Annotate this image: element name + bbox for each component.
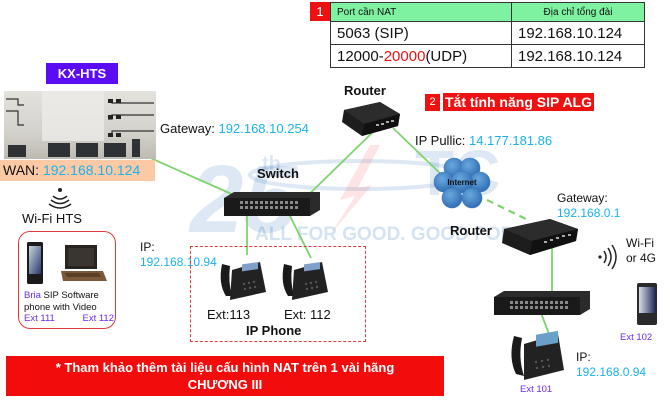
table-row: 5063 (SIP) 192.168.10.124 bbox=[330, 21, 645, 45]
ext-112-soft-label: Ext 112 bbox=[82, 313, 114, 324]
remote-ip-label: IP: bbox=[576, 350, 591, 364]
side-port bbox=[8, 145, 26, 157]
gateway-remote: Gateway:192.168.0.1 bbox=[557, 191, 620, 221]
softphone-line2: phone with Video bbox=[24, 301, 97, 313]
switch-remote-icon bbox=[494, 291, 590, 315]
header-address: Địa chỉ tổng đài bbox=[511, 2, 645, 22]
nat-table-header: Port cần NAT Địa chỉ tổng đài bbox=[330, 2, 645, 22]
public-ip-label: IP Pullic: bbox=[415, 133, 466, 148]
sip-alg-instruction: Tắt tính năng SIP ALG bbox=[443, 93, 594, 111]
port-suffix: (UDP) bbox=[425, 47, 468, 65]
port-highlight: 20000 bbox=[383, 47, 426, 65]
ip-phone-1-icon bbox=[220, 262, 266, 300]
gateway-ip: 192.168.10.254 bbox=[218, 121, 309, 136]
port-cell: 12000-20000(UDP) bbox=[330, 44, 512, 68]
mobile-phone-icon bbox=[637, 283, 657, 325]
internet-cloud-icon: Internet bbox=[433, 157, 491, 209]
wan-address: WAN: 192.168.10.124 bbox=[0, 160, 155, 181]
lan-port-2 bbox=[76, 143, 98, 157]
footer-line1: * Tham khảo thêm tài liệu cấu hình NAT t… bbox=[55, 360, 395, 375]
port-cell: 5063 (SIP) bbox=[330, 21, 512, 45]
header-port: Port cần NAT bbox=[330, 2, 512, 22]
public-ip-value: 14.177.181.86 bbox=[468, 133, 553, 148]
step-2-badge: 2 bbox=[425, 94, 440, 111]
wifi-hts-label: Wi-Fi HTS bbox=[22, 211, 82, 226]
step-1-badge: 1 bbox=[310, 2, 330, 21]
lan-port-1 bbox=[48, 143, 70, 157]
ip-phone-address: IP:192.168.10.94 bbox=[140, 240, 217, 270]
ext-113-label: Ext:113 bbox=[207, 307, 251, 322]
footer-note: * Tham khảo thêm tài liệu cấu hình NAT t… bbox=[6, 356, 444, 396]
public-ip: IP Pullic: 14.177.181.86 bbox=[415, 133, 552, 148]
softphone-group bbox=[18, 231, 116, 329]
wan-ip: 192.168.10.124 bbox=[42, 162, 141, 178]
softphone-line1: SIP Software bbox=[40, 290, 99, 301]
footer-line2: CHƯƠNG III bbox=[187, 377, 263, 392]
wifi-icon bbox=[48, 188, 72, 209]
wireless-line2: or 4G bbox=[626, 251, 657, 265]
ip-value: 192.168.10.94 bbox=[140, 255, 217, 269]
ip-phone-2-icon bbox=[282, 262, 328, 300]
router-remote-label: Router bbox=[450, 223, 492, 238]
router-main-label: Router bbox=[344, 83, 386, 98]
ext-111-label: Ext 111 bbox=[24, 313, 55, 324]
video-phone-icon bbox=[511, 330, 564, 380]
link-router-internet bbox=[392, 127, 446, 179]
switch-main-icon bbox=[224, 192, 320, 216]
pbx-wiring bbox=[6, 91, 154, 141]
wan-port bbox=[104, 143, 126, 157]
router-remote-icon bbox=[502, 219, 578, 255]
ext-112-label: Ext: 112 bbox=[284, 307, 331, 322]
pbx-device-image bbox=[4, 91, 156, 159]
ext-101-label: Ext 101 bbox=[520, 384, 553, 395]
wireless-signal-icon bbox=[598, 244, 617, 270]
gateway-remote-ip: 192.168.0.1 bbox=[557, 206, 621, 220]
port-prefix: 12000- bbox=[337, 47, 384, 65]
switch-main-label: Switch bbox=[257, 166, 299, 181]
nat-table: Port cần NAT Địa chỉ tổng đài 5063 (SIP)… bbox=[330, 2, 645, 68]
remote-ip-value: 192.168.0.94 bbox=[576, 365, 647, 379]
softphone-exts: Ext 111 Ext 112 bbox=[24, 313, 114, 324]
ip-phone-group bbox=[190, 246, 366, 342]
gateway-main: Gateway: 192.168.10.254 bbox=[160, 121, 309, 136]
ip-phone-group-label: IP Phone bbox=[246, 323, 302, 338]
softphone-brand: Bria bbox=[24, 290, 41, 301]
ext-102-label: Ext 102 bbox=[620, 332, 653, 343]
link-internet-router2 bbox=[486, 199, 529, 221]
address-cell: 192.168.10.124 bbox=[511, 21, 645, 45]
smartphone-icon bbox=[27, 242, 43, 284]
power-switch bbox=[132, 139, 140, 157]
table-row: 12000-20000(UDP) 192.168.10.124 bbox=[330, 44, 645, 68]
ip-label: IP: bbox=[140, 240, 155, 254]
remote-phone-address: IP:192.168.0.94 bbox=[576, 350, 646, 380]
gateway-label: Gateway: bbox=[160, 121, 215, 136]
gateway-remote-label: Gateway: bbox=[557, 191, 608, 205]
pbx-label: KX-HTS bbox=[46, 63, 118, 84]
internet-label: Internet bbox=[447, 178, 477, 187]
router-main-icon bbox=[342, 102, 400, 136]
address-cell: 192.168.10.124 bbox=[511, 44, 645, 68]
laptop-icon bbox=[61, 245, 107, 281]
link-switch-phone2 bbox=[286, 209, 312, 259]
wan-label: WAN: bbox=[3, 162, 40, 178]
wireless-line1: Wi-Fi bbox=[626, 236, 654, 250]
